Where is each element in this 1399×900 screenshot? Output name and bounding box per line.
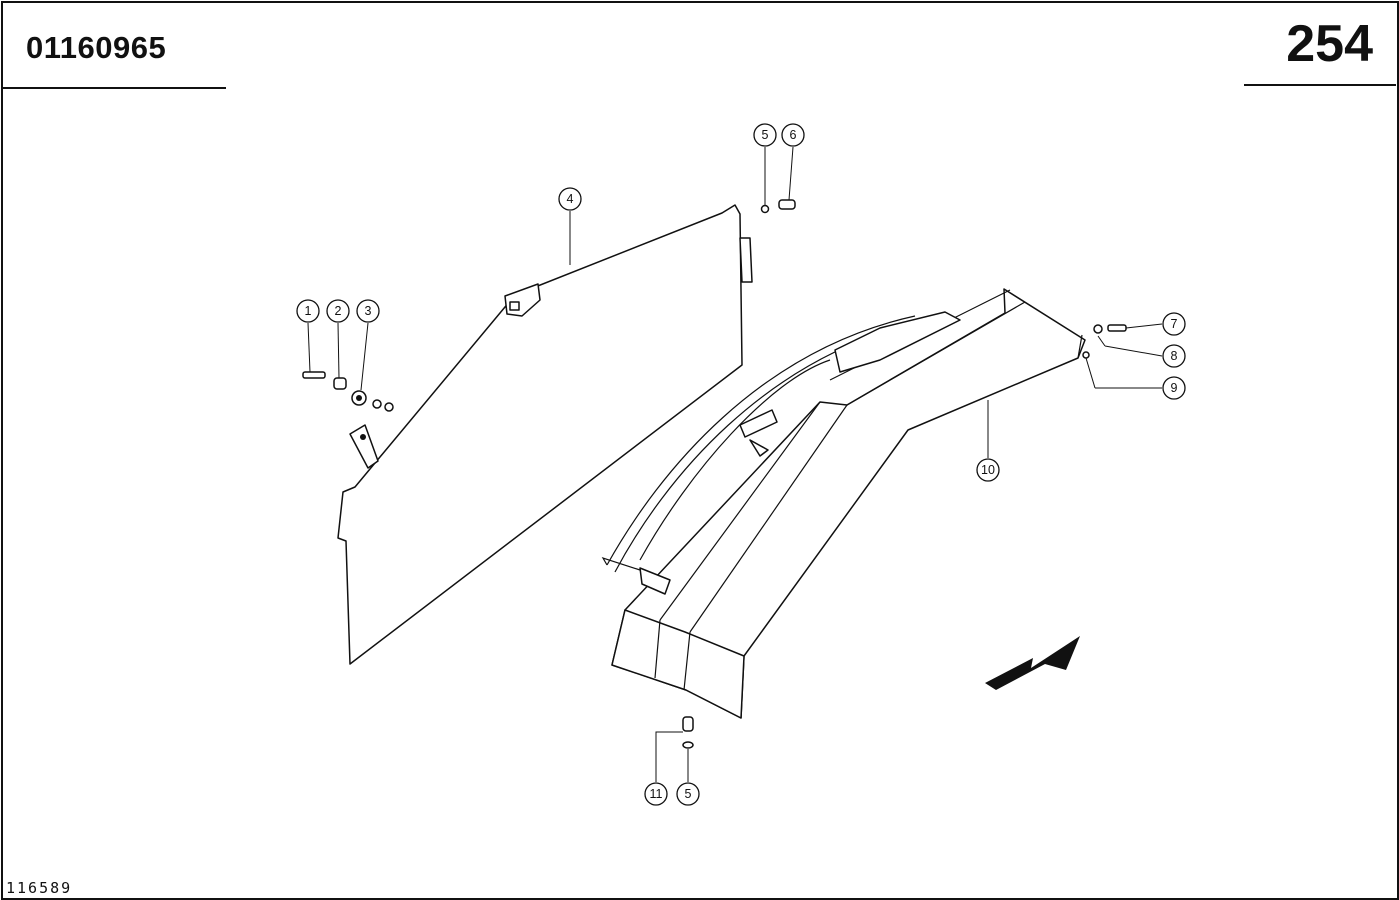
svg-text:11: 11 [650,787,663,801]
callout-5-bottom: 5 [676,782,700,806]
right-bolt-hardware [1082,324,1127,359]
svg-text:2: 2 [335,304,342,318]
bottom-nut-washer-hardware [682,716,694,749]
svg-text:4: 4 [567,192,574,206]
callout-4: 4 [558,187,582,211]
svg-text:9: 9 [1171,381,1178,395]
callout-leader-lines [307,146,1163,782]
svg-text:3: 3 [365,304,372,318]
direction-arrow [985,636,1080,690]
svg-text:5: 5 [762,128,769,142]
callout-1: 1 [296,299,320,323]
callout-6: 6 [781,123,805,147]
callout-2: 2 [326,299,350,323]
svg-text:1: 1 [305,304,312,318]
callout-11: 11 [644,782,668,806]
page-number: 254 [1286,15,1373,73]
top-washer-nut-hardware [760,199,796,214]
callout-3: 3 [356,299,380,323]
callout-10: 10 [976,458,1000,482]
bolt-washer-hardware [302,371,394,412]
svg-text:7: 7 [1171,317,1178,331]
drawing-number: 116589 [6,879,73,897]
callout-8: 8 [1162,344,1186,368]
header-rule-left [2,87,226,89]
svg-text:6: 6 [790,128,797,142]
callout-9: 9 [1162,376,1186,400]
svg-text:5: 5 [685,787,692,801]
svg-text:10: 10 [981,463,995,477]
curved-fender-part [601,288,1086,719]
svg-text:8: 8 [1171,349,1178,363]
callout-5-top: 5 [753,123,777,147]
callout-7: 7 [1162,312,1186,336]
header-rule-right [1244,84,1396,86]
side-panel-part [337,204,753,665]
part-number: 01160965 [26,30,167,65]
